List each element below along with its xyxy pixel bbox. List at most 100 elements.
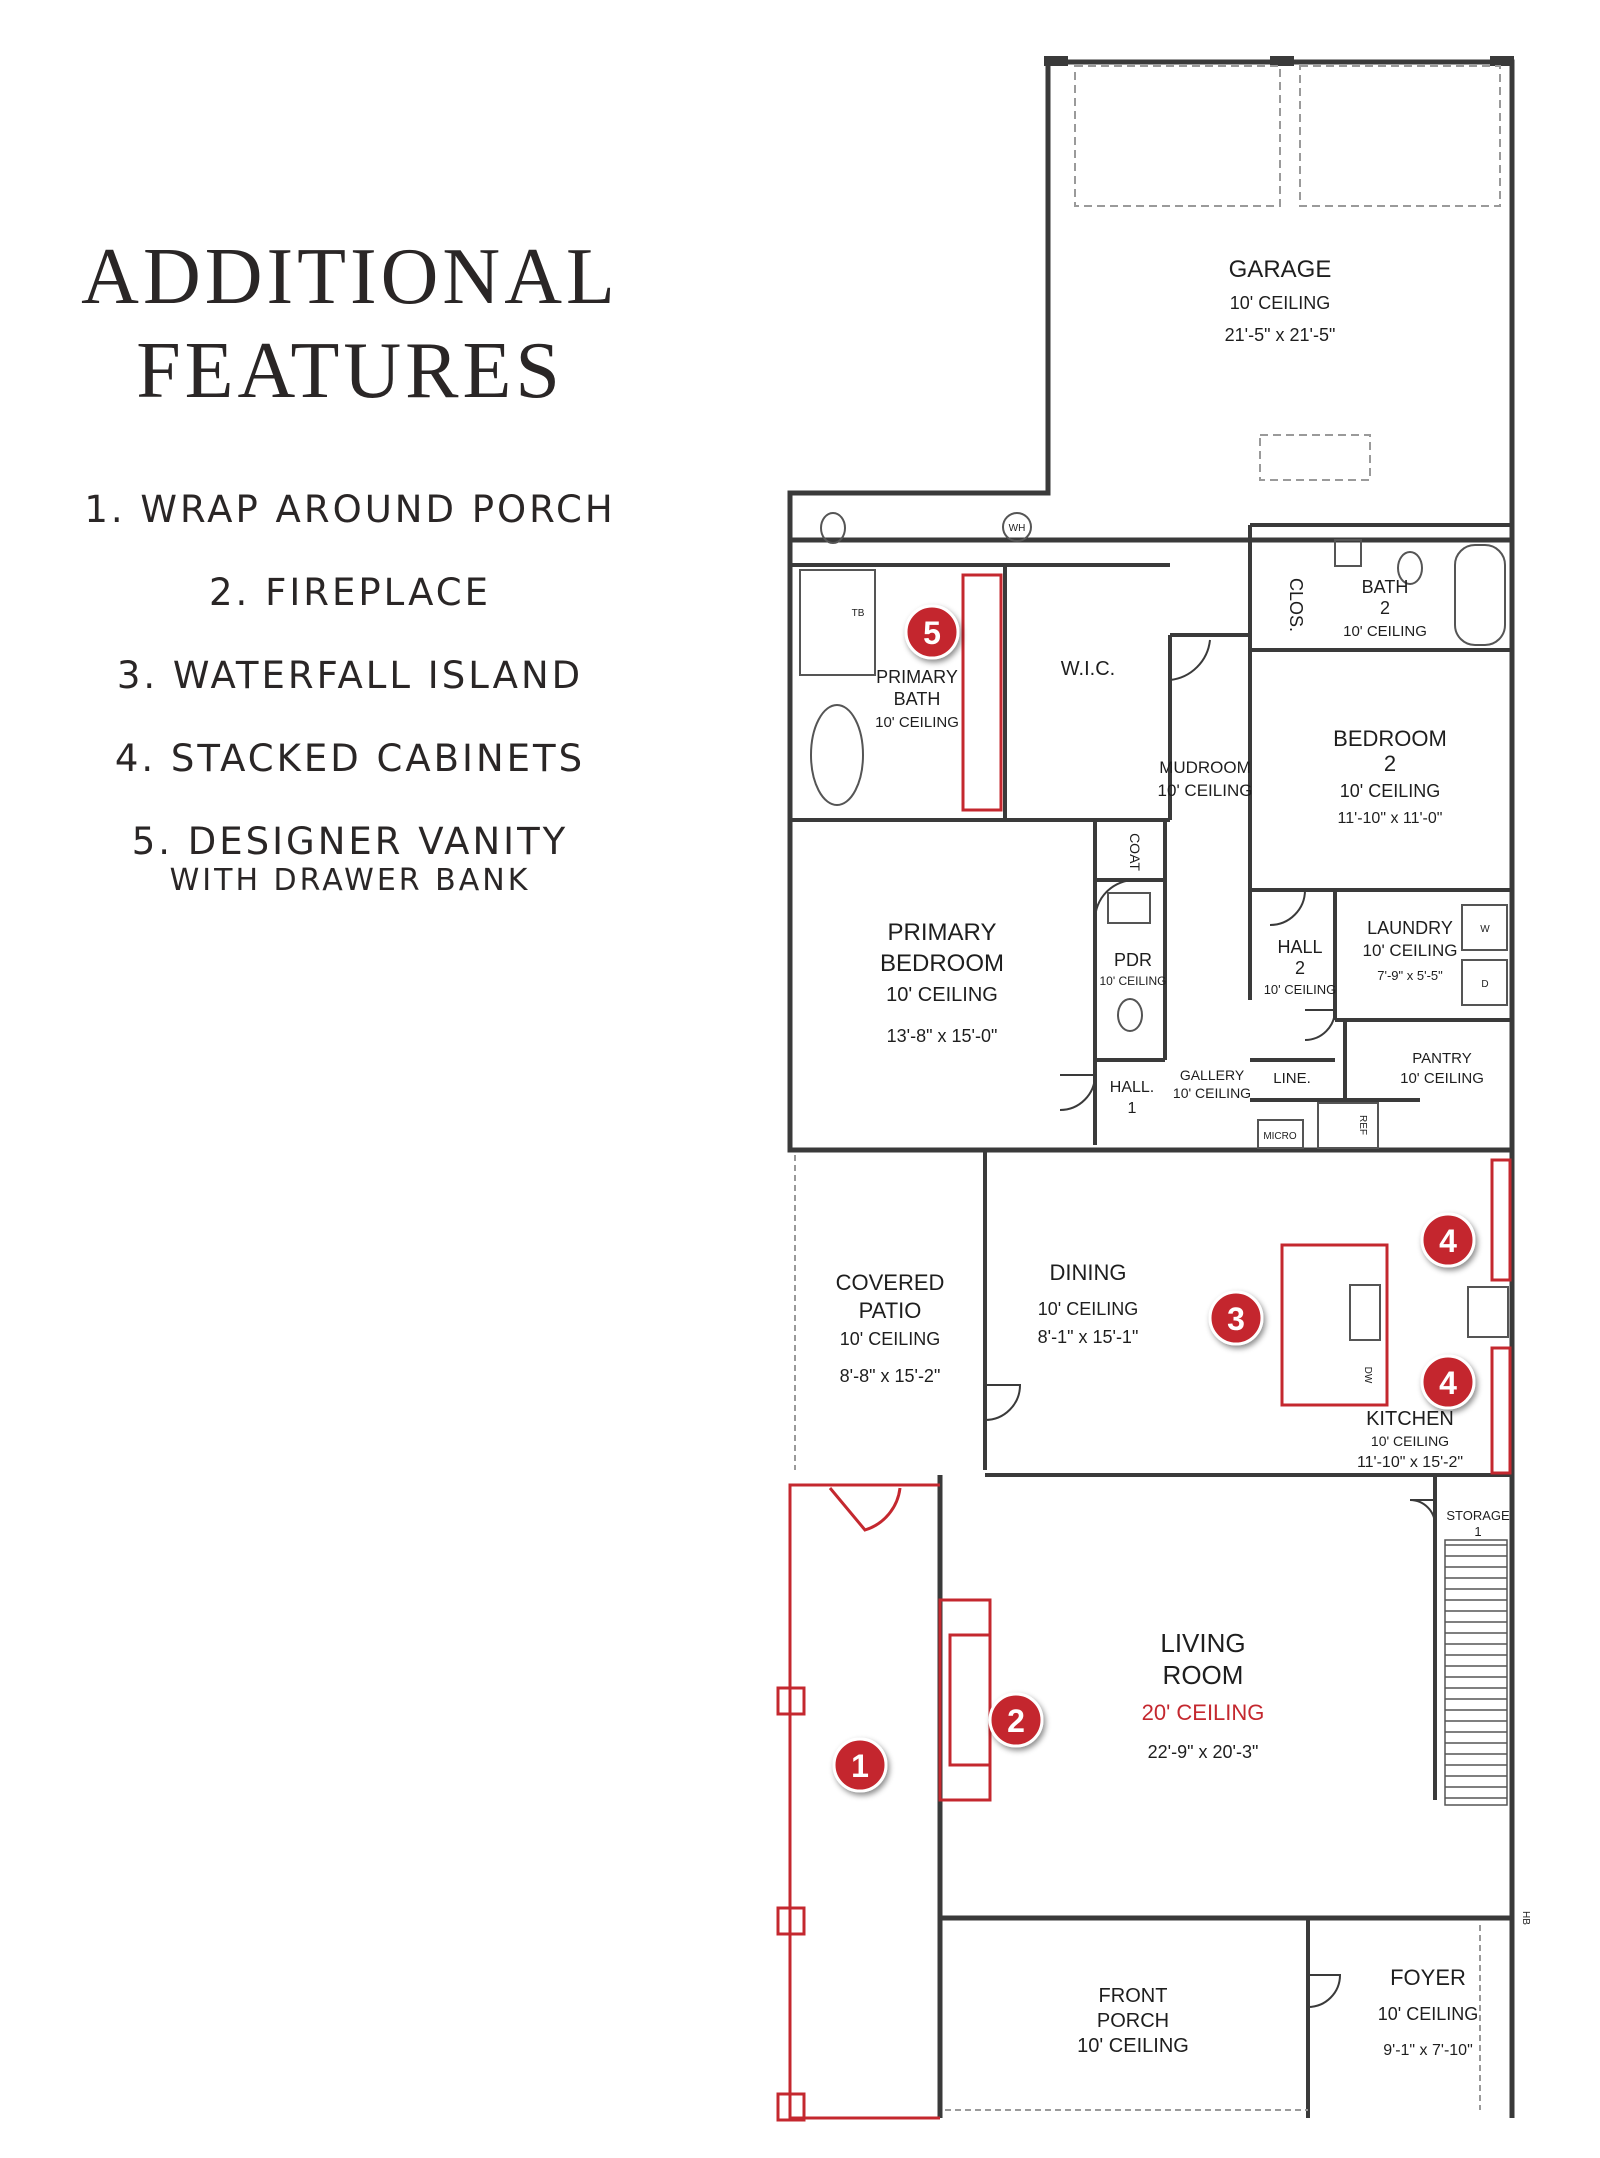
garage-size: 21'-5" x 21'-5" (1225, 325, 1336, 345)
kitchen-name: KITCHEN (1366, 1408, 1454, 1430)
room-labels: GARAGE 10' CEILING 21'-5" x 21'-5" PRIMA… (836, 256, 1510, 2059)
fixture-labels: MICRO REF DW W D WH TB HB (852, 523, 1531, 1925)
front-porch-name-1: FRONT (1099, 1985, 1168, 2007)
marker-4-upper-label: 4 (1439, 1223, 1457, 1259)
primary-bedroom-size: 13'-8" x 15'-0" (887, 1026, 998, 1046)
washer-icon (1461, 904, 1508, 951)
covered-patio-name-1: COVERED (836, 1270, 945, 1295)
marker-3: 3 (1208, 1290, 1264, 1346)
primary-bedroom-name-1: PRIMARY (888, 919, 997, 946)
gallery-name: GALLERY (1180, 1067, 1245, 1083)
shower-icon (799, 569, 876, 676)
laundry-name: LAUNDRY (1367, 918, 1453, 938)
bedroom2-size: 11'-10" x 11'-0" (1338, 810, 1443, 827)
bedroom2-name-1: BEDROOM (1333, 726, 1447, 751)
stovetop-icon (1467, 1286, 1509, 1338)
feature-item-4: 4. STACKED CABINETS (114, 737, 586, 780)
staircase (1444, 1539, 1508, 1806)
hall2-name-2: 2 (1295, 958, 1305, 978)
bath2-name-2: 2 (1380, 598, 1390, 618)
porch-post (776, 2092, 806, 2122)
heading-line-1: ADDITIONAL (81, 233, 619, 321)
dining-name: DINING (1050, 1260, 1127, 1285)
clos-name: CLOS. (1286, 578, 1306, 632)
feature-markers: 1 2 3 4 4 5 (832, 604, 1476, 1793)
dryer-icon (1461, 959, 1508, 1006)
stacked-cabinets-lower (1490, 1346, 1512, 1475)
marker-1-label: 1 (851, 1748, 869, 1784)
garage-ceiling: 10' CEILING (1230, 293, 1330, 313)
pdr-name: PDR (1114, 950, 1152, 970)
pantry-ceiling: 10' CEILING (1400, 1070, 1484, 1087)
garage-door-right (1299, 65, 1501, 207)
dryer-label: D (1481, 979, 1488, 990)
microwave-label: MICRO (1263, 1131, 1297, 1142)
toilet-icon (820, 512, 846, 544)
feature-item-5: 5. DESIGNER VANITY WITH DRAWER BANK (40, 812, 660, 896)
laundry-size: 7'-9" x 5'-5" (1377, 968, 1443, 983)
marker-4-lower: 4 (1420, 1354, 1476, 1410)
wrap-around-porch (788, 1483, 940, 2120)
towel-bar-label: TB (852, 608, 865, 619)
stacked-cabinets-upper (1490, 1158, 1512, 1282)
designer-vanity (961, 573, 1003, 812)
marker-5-label: 5 (923, 615, 941, 651)
door-swing (1307, 1974, 1342, 2008)
pillar (1490, 56, 1514, 66)
primary-bath-name-1: PRIMARY (876, 667, 958, 687)
pdr-ceiling: 10' CEILING (1100, 974, 1167, 988)
dining-ceiling: 10' CEILING (1038, 1299, 1138, 1319)
door-swing (1304, 1009, 1337, 1041)
covered-patio-size: 8'-8" x 15'-2" (840, 1366, 941, 1386)
fireplace-box (948, 1633, 992, 1767)
feature-item-3: 3. WATERFALL ISLAND (116, 654, 584, 697)
hall2-ceiling: 10' CEILING (1264, 982, 1337, 997)
primary-bath-ceiling: 10' CEILING (875, 714, 959, 731)
door-swing (1169, 635, 1211, 682)
toilet-icon (1117, 998, 1143, 1032)
primary-bedroom-ceiling: 10' CEILING (886, 984, 998, 1006)
porch-door-swing (828, 1487, 902, 1532)
door-swing (1059, 1074, 1097, 1111)
living-ceiling: 20' CEILING (1142, 1700, 1265, 1725)
bath2-name-1: BATH (1362, 577, 1409, 597)
mudroom-ceiling: 10' CEILING (1158, 781, 1253, 800)
microwave-icon (1257, 1119, 1304, 1149)
front-porch-name-2: PORCH (1097, 2010, 1169, 2032)
door-swings (984, 635, 1436, 2008)
garage-ramp (1259, 434, 1371, 481)
line-name: LINE. (1273, 1070, 1311, 1087)
marker-2: 2 (988, 1692, 1044, 1748)
bedroom2-ceiling: 10' CEILING (1340, 781, 1440, 801)
door-swing (1094, 879, 1136, 921)
pillar (1270, 56, 1294, 66)
hall2-name-1: HALL (1277, 937, 1322, 957)
washer-label: W (1480, 924, 1490, 935)
sink-icon (1107, 892, 1151, 924)
living-name-2: ROOM (1163, 1660, 1244, 1690)
hose-bib-label: HB (1520, 1911, 1531, 1925)
hall1-name-1: HALL. (1110, 1079, 1154, 1096)
sink-icon (1334, 539, 1362, 567)
storage-name-2: 1 (1474, 1524, 1481, 1539)
pantry-name: PANTRY (1412, 1050, 1471, 1067)
porch-post (776, 1686, 806, 1716)
door-swing (1269, 889, 1307, 926)
waterfall-island (1280, 1243, 1389, 1407)
feature-heading: ADDITIONAL FEATURES (40, 230, 660, 418)
toilet-icon (1397, 551, 1423, 585)
door-swing (984, 1384, 1022, 1421)
laundry-ceiling: 10' CEILING (1363, 941, 1458, 960)
feature-item-5-text: 5. DESIGNER VANITY (131, 820, 569, 863)
highlight-features (776, 573, 1512, 2122)
foyer-name: FOYER (1390, 1965, 1466, 1990)
pillar (1044, 56, 1068, 66)
feature-item-2: 2. FIREPLACE (209, 571, 491, 614)
kitchen-sink-icon (1349, 1284, 1381, 1341)
fireplace (938, 1598, 992, 1802)
marker-3-label: 3 (1227, 1301, 1245, 1337)
covered-patio-ceiling: 10' CEILING (840, 1329, 940, 1349)
water-heater-label: WH (1009, 523, 1026, 534)
stair-outline (1444, 1539, 1508, 1806)
